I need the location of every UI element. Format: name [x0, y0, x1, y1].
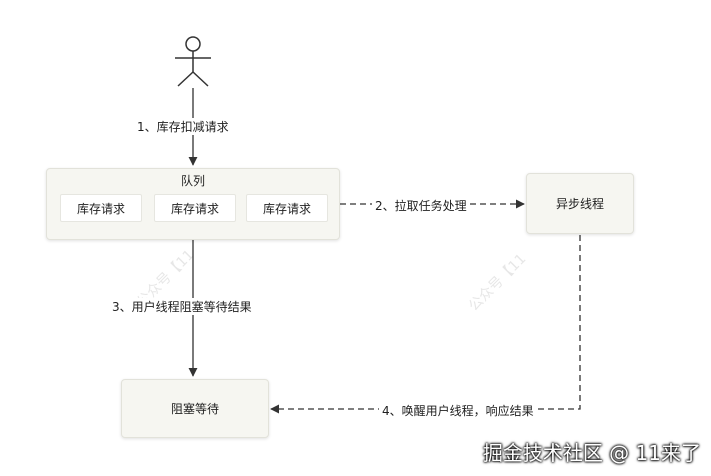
brand-watermark: 掘金技术社区 @ 11来了: [482, 441, 701, 465]
edge-label-step3: 3、用户线程阻塞等待结果: [109, 298, 255, 315]
blocking-wait-label: 阻塞等待: [170, 402, 219, 416]
user-actor-icon: [175, 36, 211, 87]
queue-item-request: 库存请求: [154, 194, 236, 222]
edge-label-step1: 1、库存扣减请求: [134, 118, 232, 135]
queue-title: 队列: [180, 174, 205, 188]
blocking-wait-node: 阻塞等待: [121, 379, 269, 438]
edge-step4: [270, 235, 581, 414]
queue-item-request: 库存请求: [246, 194, 328, 222]
async-thread-node: 异步线程: [526, 173, 634, 234]
queue-node: 队列 库存请求 库存请求 库存请求: [46, 168, 340, 240]
edge-label-step4: 4、唤醒用户线程，响应结果: [379, 402, 537, 419]
async-thread-label: 异步线程: [555, 197, 604, 211]
queue-item-request: 库存请求: [60, 194, 142, 222]
edge-label-step2: 2、拉取任务处理: [372, 197, 470, 214]
